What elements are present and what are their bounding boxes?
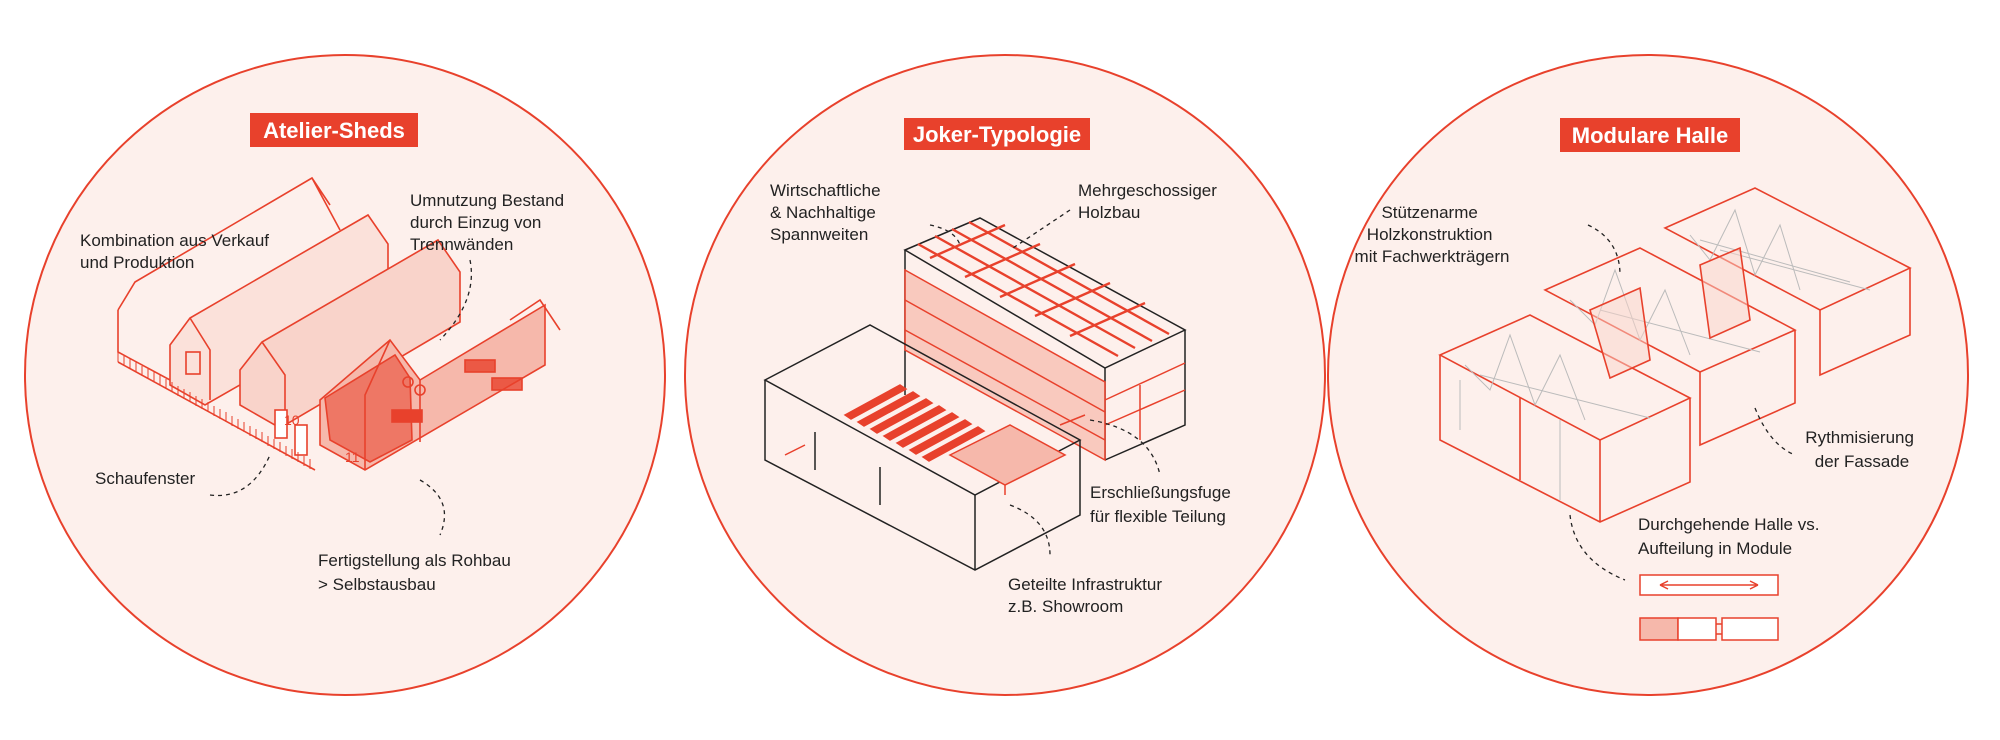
label-rythmus: Rythmisierung der Fassade [1805, 428, 1918, 471]
joker-building-drawing [763, 217, 1187, 571]
leader-stuetzen [1587, 224, 1621, 276]
label-holzbau: Mehrgeschossiger Holzbau [1078, 181, 1222, 222]
label-fertigstellung: Fertigstellung als Rohbau > Selbstausbau [318, 551, 516, 594]
module-comparison-diagram [1639, 574, 1779, 641]
label-schaufenster: Schaufenster [95, 469, 196, 488]
panel-title: Atelier-Sheds [263, 118, 405, 143]
title-badge [1560, 118, 1740, 152]
panel-atelier-sheds: Atelier-Sheds [24, 54, 666, 696]
unit-number-10: 10 [284, 412, 300, 428]
leader-rythmus [1754, 407, 1796, 456]
label-fuge: Erschließungsfuge für flexible Teilung [1090, 483, 1236, 526]
label-infrastruktur: Geteilte Infrastruktur z.B. Showroom [1008, 575, 1167, 616]
label-umnutzung: Umnutzung Bestand durch Einzug von Trenn… [410, 191, 569, 254]
unit-number-11: 11 [345, 449, 360, 465]
leader-holzbau [1009, 209, 1071, 251]
panel-joker-typologie: Joker-Typologie [684, 54, 1326, 696]
leader-halle [1569, 514, 1626, 581]
label-stuetzen: Stützenarme Holzkonstruktion mit Fachwer… [1355, 203, 1510, 266]
panel-modulare-halle: Modulare Halle [1327, 54, 1969, 696]
shed-buildings-drawing [117, 176, 561, 471]
modular-hall-drawing [1438, 187, 1912, 523]
label-spannweiten: Wirtschaftliche & Nachhaltige Spannweite… [770, 181, 885, 244]
leader-spannweiten [929, 224, 961, 246]
leader-umnutzung [439, 259, 473, 341]
title-badge [904, 118, 1090, 150]
leader-fertigstellung [419, 479, 446, 536]
label-kombination: Kombination aus Verkauf und Produktion [80, 231, 274, 272]
label-halle: Durchgehende Halle vs. Aufteilung in Mod… [1638, 515, 1824, 558]
title-badge [250, 113, 418, 147]
panel-title: Joker-Typologie [913, 122, 1081, 147]
panel-title: Modulare Halle [1572, 123, 1728, 148]
leader-fuge [1089, 419, 1161, 476]
